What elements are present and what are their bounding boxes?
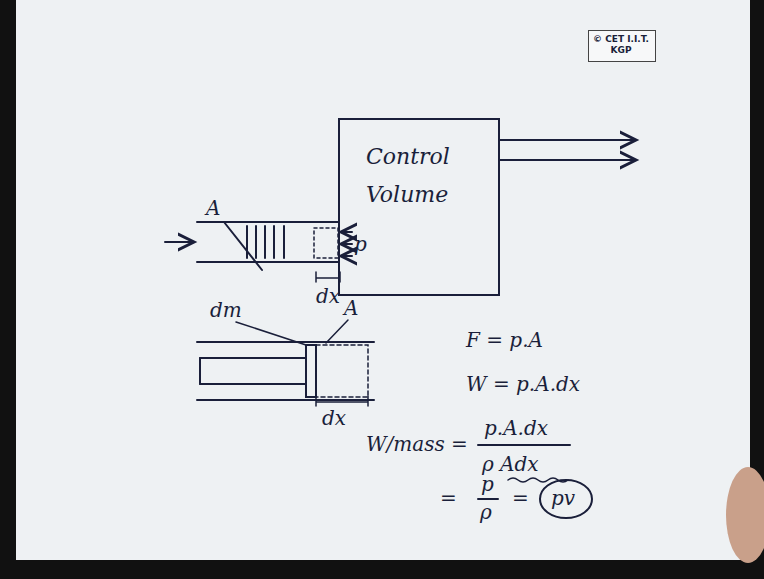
dimension-bracket <box>316 396 368 406</box>
dimension-bracket <box>316 272 340 282</box>
leader-line <box>224 222 262 270</box>
pressure-arrow <box>341 243 352 245</box>
hand <box>726 467 764 563</box>
mass-label: dm <box>210 298 242 322</box>
node-text: Control Volume <box>366 138 476 214</box>
piston-plate <box>306 345 316 397</box>
circle-mark <box>540 480 592 518</box>
pipe-wall <box>197 399 374 401</box>
whiteboard <box>16 0 750 560</box>
area-label: A <box>344 296 358 320</box>
dimension-label: dx <box>316 284 340 308</box>
numerator: p.A.dx <box>484 416 548 440</box>
leader-line <box>326 320 348 343</box>
fraction-bar <box>478 444 570 446</box>
piston-figure <box>197 320 374 406</box>
area-label: A <box>206 196 220 220</box>
piston-rod <box>200 357 306 359</box>
pipe-wall <box>197 221 338 223</box>
equation: F = p.A <box>466 328 543 352</box>
node-text: © CET I.I.T. KGP <box>592 34 650 56</box>
pressure-label: p <box>354 232 367 256</box>
hatch <box>273 226 275 258</box>
equation: W = p.A.dx <box>466 372 580 396</box>
pipe-wall <box>197 341 374 343</box>
denominator: ρ <box>480 500 492 524</box>
fluid-element <box>314 228 338 258</box>
leader-line <box>236 322 306 345</box>
hatch <box>264 226 266 258</box>
piston-rod <box>199 358 201 384</box>
piston-rod <box>200 383 306 385</box>
equation: W/mass = <box>366 432 468 456</box>
logo-box: © CET I.I.T. KGP <box>588 30 656 62</box>
pipe-wall <box>197 261 338 263</box>
hatch <box>255 226 257 258</box>
equals-sign: = <box>512 486 529 510</box>
circled-term: pv <box>551 486 575 510</box>
control-volume-box: Control Volume <box>338 118 500 296</box>
pressure-arrow <box>341 231 352 233</box>
equation-marks <box>478 445 592 518</box>
pipe-wall <box>500 159 636 161</box>
fraction-bar <box>478 498 498 500</box>
inlet-pipe <box>165 222 352 282</box>
pipe-wall <box>500 139 636 141</box>
outlet-pipe <box>500 140 636 160</box>
numerator: p <box>481 472 494 496</box>
flow-arrow <box>165 241 194 243</box>
equals-sign: = <box>440 486 457 510</box>
dimension-label: dx <box>322 406 346 430</box>
hatch <box>283 226 285 258</box>
fluid-element <box>316 345 368 397</box>
pressure-arrow <box>341 255 352 257</box>
